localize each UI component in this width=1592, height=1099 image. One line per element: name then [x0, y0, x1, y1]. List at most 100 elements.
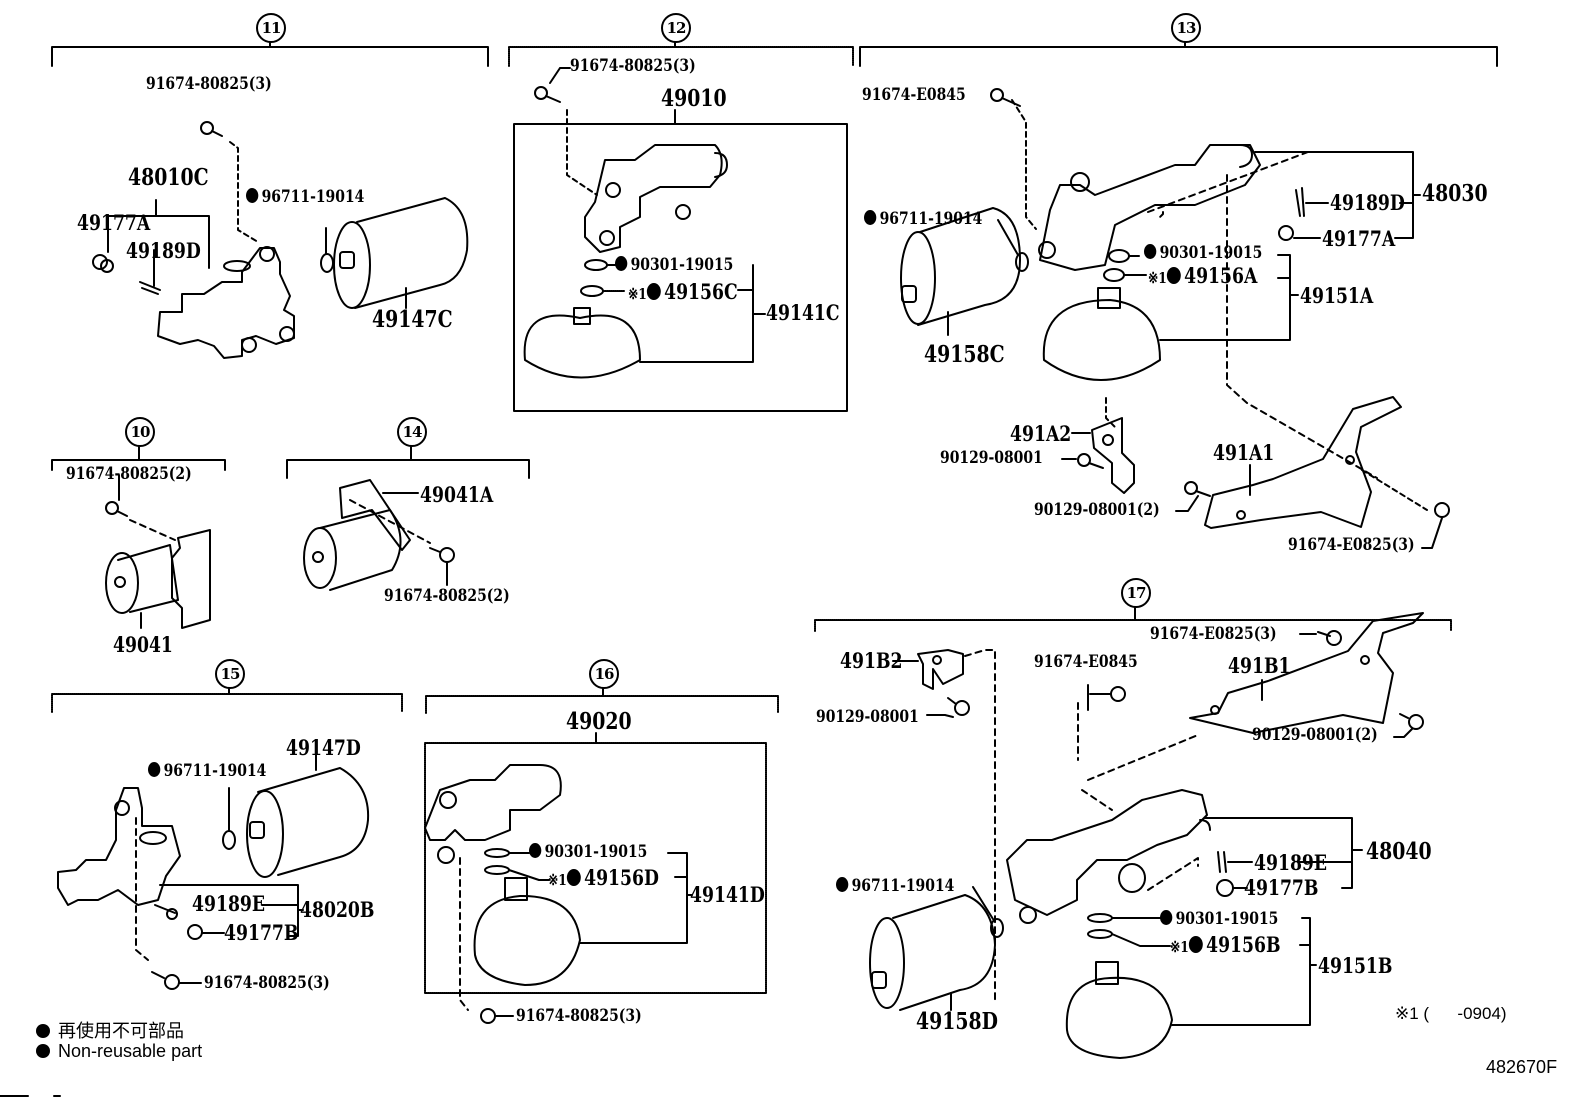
filter-cartridge-icon — [869, 894, 996, 1011]
non-reusable-marker-icon — [36, 1044, 50, 1058]
bracket-491A2-icon — [1091, 417, 1135, 494]
part-label[interactable]: 90301-19015 — [1160, 910, 1278, 928]
part-label[interactable]: 91674-80825(3) — [146, 74, 272, 94]
group-12-artwork — [513, 67, 848, 412]
non-reusable-marker-icon — [148, 762, 161, 777]
group-14-bracket — [286, 443, 530, 479]
legend-non-reusable-ja: 再使用不可部品 — [36, 1017, 184, 1043]
part-label[interactable]: 49177B — [1244, 875, 1319, 900]
part-number: 90301-19015 — [1159, 243, 1263, 263]
part-label[interactable]: 491A2 — [1010, 421, 1072, 446]
bolt-icon — [1184, 481, 1198, 495]
part-label[interactable]: 91674-E0845 — [862, 85, 966, 105]
legend-text: Non-reusable part — [58, 1041, 203, 1061]
part-number: 49156D — [584, 865, 659, 890]
part-number: 96711-19014 — [163, 761, 267, 781]
group-17-bracket — [814, 604, 1452, 632]
part-label[interactable]: 49147C — [372, 306, 453, 333]
bolt-icon — [151, 971, 180, 990]
bolt-icon — [1089, 686, 1126, 702]
non-reusable-marker-icon — [246, 188, 259, 203]
part-label[interactable]: 96711-19014 — [864, 210, 982, 228]
part-label[interactable]: 48010C — [128, 164, 209, 191]
part-label[interactable]: 48020B — [300, 897, 375, 922]
part-label[interactable]: 49041A — [420, 482, 494, 507]
group-17-artwork — [869, 612, 1424, 1059]
part-label[interactable]: 49189D — [1330, 190, 1405, 215]
part-label[interactable]: 91674-80825(2) — [66, 464, 192, 484]
part-label[interactable]: 90129-08001 — [940, 448, 1043, 468]
part-label[interactable]: 49189E — [192, 891, 266, 916]
group-callout-10: 10 — [125, 417, 155, 447]
part-label[interactable]: 49151B — [1318, 953, 1393, 978]
part-label[interactable]: 49147D — [286, 735, 361, 760]
bolt-icon — [1434, 502, 1450, 518]
part-label[interactable]: 48030 — [1422, 180, 1488, 207]
part-label[interactable]: 49010 — [661, 85, 727, 112]
bolt-icon — [954, 700, 970, 716]
group-13-bracket — [859, 39, 1498, 67]
legend-text: 再使用不可部品 — [58, 1021, 184, 1041]
non-reusable-marker-icon — [36, 1024, 50, 1038]
part-label[interactable]: 91674-80825(3) — [204, 973, 330, 993]
part-label[interactable]: 49141D — [690, 882, 765, 907]
part-label[interactable]: 491B2 — [840, 648, 903, 673]
part-label[interactable]: 91674-E0845 — [1034, 652, 1138, 672]
filter-cartridge-icon — [900, 207, 1021, 326]
part-label[interactable]: 49177A — [77, 210, 151, 235]
part-label[interactable]: 49189E — [1254, 850, 1328, 875]
part-label[interactable]: 90301-19015 — [1144, 244, 1262, 262]
part-label[interactable]: 491B1 — [1228, 653, 1291, 678]
part-label[interactable]: 91674-80825(3) — [516, 1006, 642, 1026]
part-label[interactable]: 49177A — [1322, 226, 1396, 251]
part-label[interactable]: 90129-08001(2) — [1252, 725, 1378, 745]
bracket-491B1-icon — [1189, 612, 1424, 734]
o-ring-icon — [484, 865, 510, 875]
part-label[interactable]: 49158D — [916, 1008, 998, 1035]
part-label[interactable]: 49151A — [1300, 283, 1374, 308]
part-label[interactable]: 90129-08001 — [816, 707, 919, 727]
part-number: 96711-19014 — [879, 209, 983, 229]
part-label[interactable]: 90301-19015 — [615, 256, 733, 274]
part-label[interactable]: 90129-08001(2) — [1034, 500, 1160, 520]
part-label[interactable]: 49041 — [113, 632, 173, 657]
bracket-icon — [171, 529, 211, 629]
part-label[interactable]: 48040 — [1366, 838, 1432, 865]
part-label[interactable]: 91674-E0825(3) — [1150, 624, 1277, 644]
part-number: 96711-19014 — [261, 187, 365, 207]
bolt-icon — [480, 1008, 496, 1024]
part-label[interactable]: 96711-19014 — [148, 762, 266, 780]
o-ring-icon — [1015, 252, 1029, 272]
part-label[interactable]: 49177B — [224, 920, 299, 945]
legend-non-reusable-en: Non-reusable part — [36, 1041, 202, 1062]
o-ring-icon — [1087, 913, 1113, 923]
part-label[interactable]: 491A1 — [1213, 440, 1275, 465]
motor-icon — [105, 544, 179, 614]
bolt-icon — [1317, 630, 1342, 646]
non-reusable-marker-icon — [1166, 267, 1181, 284]
plug-icon — [92, 254, 114, 273]
part-label[interactable]: 96711-19014 — [836, 877, 954, 895]
group-13-artwork — [900, 88, 1450, 549]
part-label[interactable]: 49189D — [126, 238, 201, 263]
footnote-applicability: ※1 ( -0904) — [1395, 1004, 1507, 1023]
part-number: 90301-19015 — [544, 842, 648, 862]
bleeder-icon — [154, 904, 178, 920]
group-callout-16: 16 — [589, 659, 619, 689]
part-label[interactable]: 91674-E0825(3) — [1288, 535, 1415, 555]
part-label[interactable]: 49141C — [766, 300, 840, 325]
o-ring-icon — [484, 848, 510, 858]
part-label[interactable]: 91674-80825(2) — [384, 586, 510, 606]
part-label[interactable]: 49020 — [566, 708, 632, 735]
part-label[interactable]: 96711-19014 — [246, 188, 364, 206]
filter-cartridge-icon — [333, 197, 469, 309]
part-label[interactable]: 49158C — [924, 341, 1005, 368]
accumulator-icon — [523, 307, 641, 379]
part-label[interactable]: 90301-19015 — [529, 843, 647, 861]
bolt-icon — [439, 547, 455, 563]
part-label[interactable]: 91674-80825(3) — [570, 56, 696, 76]
